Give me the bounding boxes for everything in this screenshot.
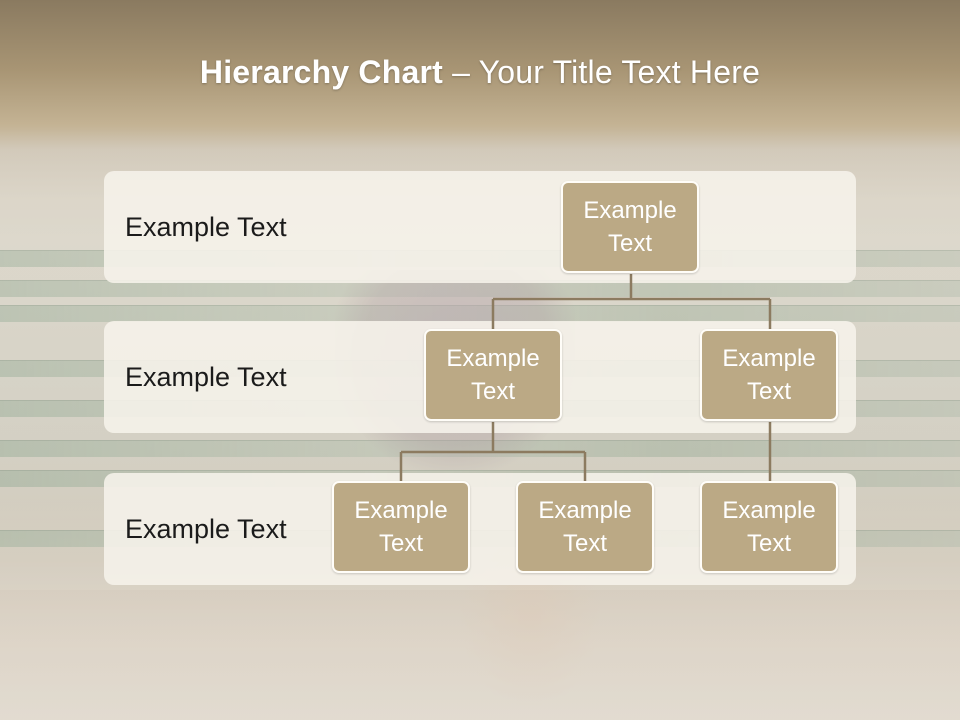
title-bold: Hierarchy Chart [199, 54, 443, 90]
node-level3-right-text: Example Text [722, 497, 816, 557]
node-level3-middle-text: Example Text [538, 497, 632, 557]
node-level3-right[interactable]: Example Text [700, 481, 838, 573]
level-label-3: Example Text [125, 514, 287, 544]
node-level2-right-text: Example Text [722, 345, 816, 405]
slide-title: Hierarchy Chart – Your Title Text Here [0, 54, 960, 91]
level-band-1: Example Text [104, 171, 856, 283]
node-level3-left[interactable]: Example Text [332, 481, 470, 573]
level-label-1: Example Text [125, 212, 287, 242]
node-root[interactable]: Example Text [561, 181, 699, 273]
node-level2-left[interactable]: Example Text [424, 329, 562, 421]
title-rest: – Your Title Text Here [443, 54, 761, 90]
node-level2-left-text: Example Text [446, 345, 540, 405]
node-root-text: Example Text [583, 197, 677, 257]
node-level3-middle[interactable]: Example Text [516, 481, 654, 573]
level-label-2: Example Text [125, 362, 287, 392]
node-level3-left-text: Example Text [354, 497, 448, 557]
node-level2-right[interactable]: Example Text [700, 329, 838, 421]
